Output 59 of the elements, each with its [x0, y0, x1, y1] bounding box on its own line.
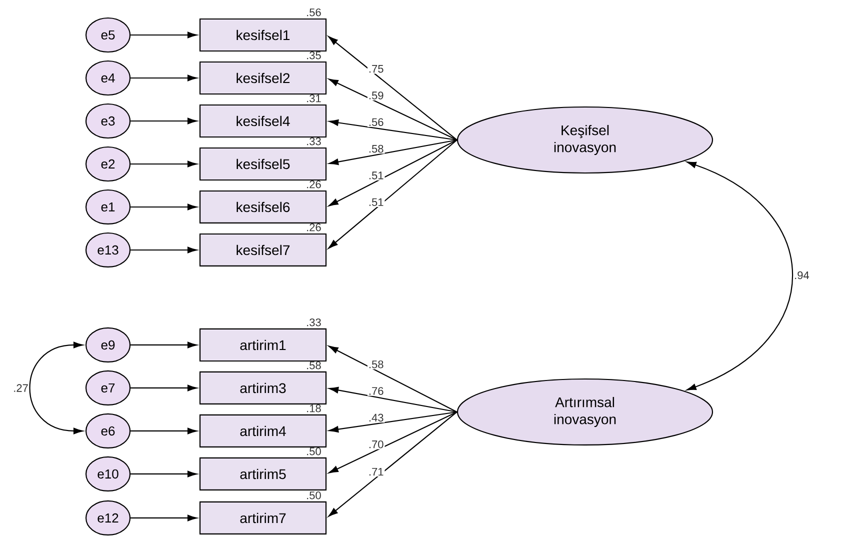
indicator-box: kesifsel4	[199, 104, 327, 138]
edge-label: .59	[367, 90, 385, 100]
r-squared-label: .31	[307, 94, 321, 102]
indicator-box: artirim4	[199, 414, 327, 448]
edge-label: .75	[367, 64, 385, 74]
r-squared-label: .50	[307, 447, 321, 456]
edge-label: .94	[795, 271, 810, 280]
arrow	[328, 140, 458, 249]
arrow	[130, 514, 198, 522]
indicator-box: kesifsel2	[199, 61, 327, 95]
arrow	[130, 428, 198, 434]
arrow	[328, 411, 458, 474]
r-squared-label: .35	[307, 51, 321, 60]
arrow	[130, 470, 198, 478]
arrow	[130, 160, 198, 168]
arrow	[328, 140, 458, 206]
arrow	[328, 139, 458, 166]
edge-label: .51	[367, 197, 385, 207]
arrow	[328, 412, 458, 517]
edge-label: .51	[367, 170, 385, 180]
arrow	[130, 384, 198, 392]
edge-label: .58	[367, 359, 385, 370]
r-squared-label: .33	[307, 318, 321, 326]
arrow	[130, 74, 198, 82]
arrow	[328, 386, 458, 413]
arrow	[328, 78, 458, 140]
indicator-box: artirim5	[199, 457, 327, 491]
edge-label: .56	[367, 117, 385, 127]
arrow	[328, 411, 458, 432]
arrow	[130, 342, 198, 348]
r-squared-label: .58	[307, 361, 321, 370]
arrow	[686, 162, 793, 390]
r-squared-label: .26	[307, 223, 321, 232]
r-squared-label: .56	[307, 8, 321, 16]
indicator-box: artirim7	[199, 501, 327, 535]
r-squared-label: .33	[307, 137, 321, 146]
arrow	[130, 246, 198, 254]
r-squared-label: .18	[307, 404, 321, 412]
indicator-box: kesifsel6	[199, 190, 327, 224]
edge-label: .27	[14, 384, 28, 392]
indicator-box: kesifsel5	[199, 147, 327, 181]
edge-label: .76	[367, 386, 385, 396]
indicator-box: kesifsel1	[199, 18, 327, 52]
arrow	[130, 204, 198, 210]
edge-label: .58	[367, 144, 385, 154]
r-squared-label: .26	[307, 180, 321, 188]
edge-label: .71	[367, 466, 385, 476]
indicator-box: kesifsel7	[199, 233, 327, 267]
edge-label: .43	[367, 412, 385, 423]
indicator-box: artirim3	[199, 371, 327, 405]
arrow	[328, 36, 458, 140]
arrow	[29, 342, 84, 434]
r-squared-label: .50	[307, 491, 321, 500]
arrow	[328, 119, 458, 141]
indicator-box: artirim1	[199, 328, 327, 362]
arrow	[130, 32, 198, 38]
arrow	[328, 346, 458, 412]
edge-label: .70	[367, 439, 385, 450]
arrow	[130, 118, 198, 124]
